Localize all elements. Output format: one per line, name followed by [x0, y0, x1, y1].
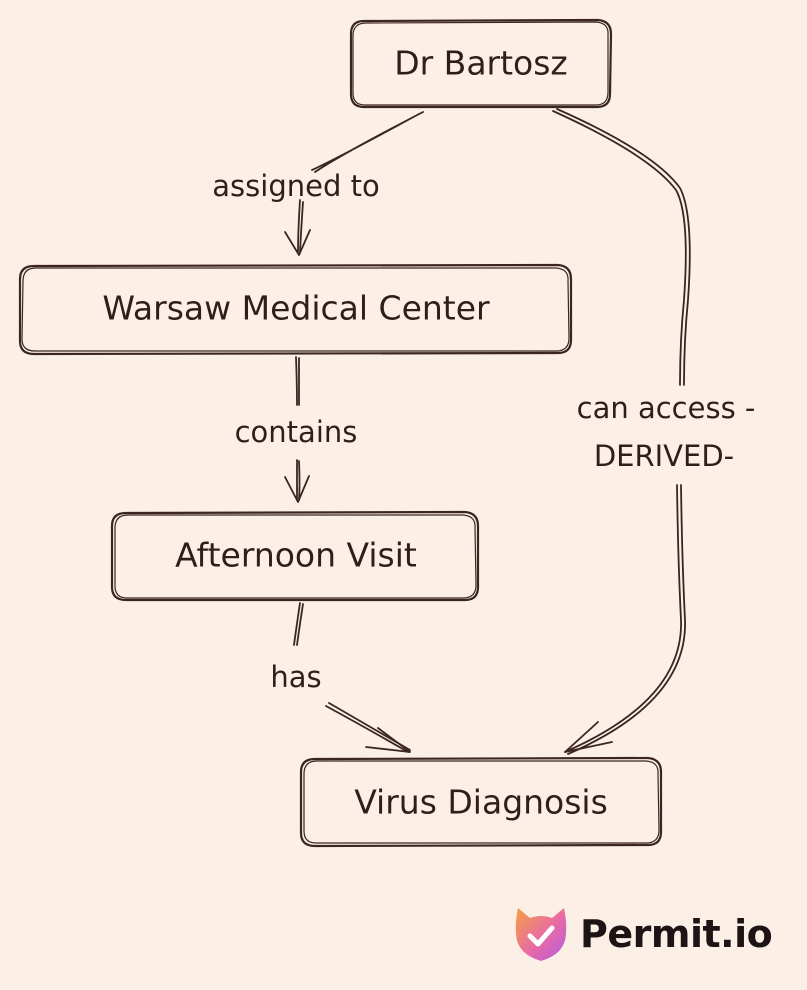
arrowhead-icon	[365, 727, 411, 753]
edge-contains	[284, 356, 310, 503]
brand-logo: Permit.io	[512, 904, 773, 964]
node-warsaw-medical-center: Warsaw Medical Center	[18, 263, 573, 356]
edge-can-access-derived	[552, 108, 691, 755]
brand-name: Permit.io	[580, 912, 773, 956]
node-afternoon-visit: Afternoon Visit	[110, 510, 480, 602]
arrowhead-icon	[284, 475, 310, 503]
edge-label-assigned-to: assigned to	[212, 169, 379, 203]
node-label-virus-diagnosis: Virus Diagnosis	[354, 783, 608, 822]
node-label-afternoon-visit: Afternoon Visit	[175, 536, 417, 575]
arrowhead-icon	[284, 229, 311, 256]
edge-has	[293, 602, 411, 753]
edge-assigned-to	[284, 111, 424, 256]
edge-label-has: has	[270, 660, 321, 694]
edge-label-contains: contains	[235, 415, 358, 449]
node-dr-bartosz: Dr Bartosz	[349, 18, 613, 109]
edge-label-derived: DERIVED-	[594, 439, 734, 473]
node-label-warsaw: Warsaw Medical Center	[102, 289, 490, 328]
node-virus-diagnosis: Virus Diagnosis	[299, 756, 663, 848]
node-label-dr-bartosz: Dr Bartosz	[394, 44, 568, 83]
edge-label-can-access: can access -	[577, 391, 756, 425]
arrowhead-icon	[564, 721, 613, 753]
permit-cat-shield-icon	[515, 908, 567, 961]
